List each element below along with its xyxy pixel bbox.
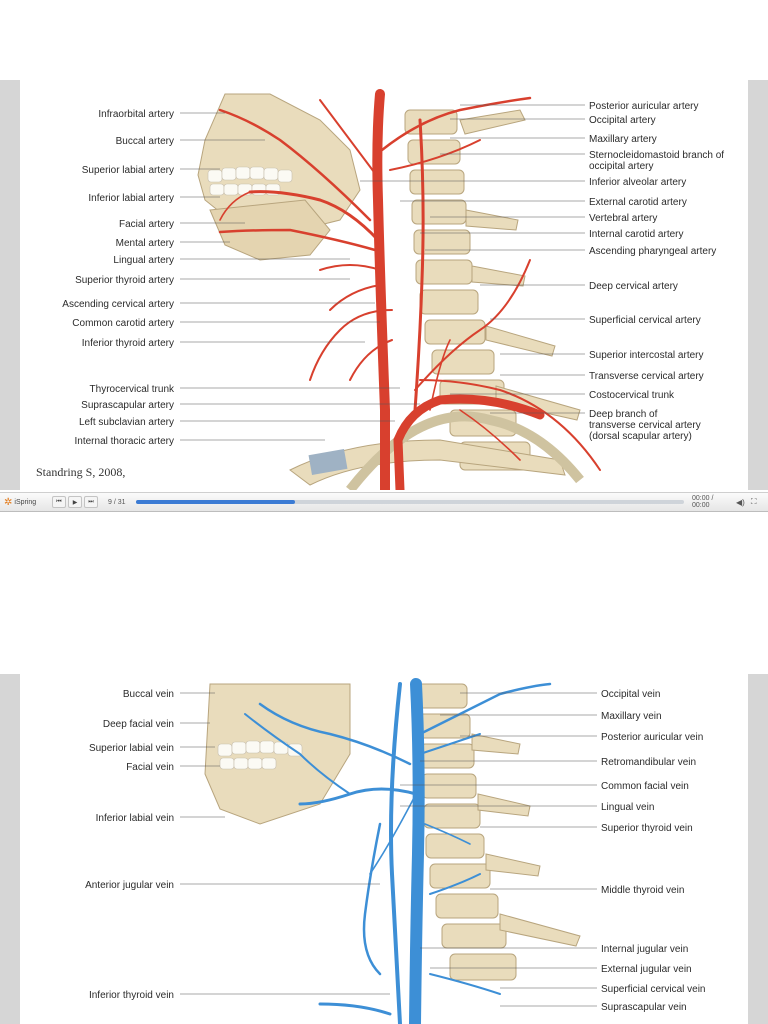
label-suprascapular-vein: Suprascapular vein xyxy=(601,1002,687,1013)
label-superior-thyroid-artery: Superior thyroid artery xyxy=(75,275,174,286)
label-superior-labial-vein: Superior labial vein xyxy=(89,743,174,754)
right-labels: Posterior auricular artery Occipital art… xyxy=(589,101,724,442)
label-sternocleidomastoid-branch-2: occipital artery xyxy=(589,161,653,172)
label-common-facial-vein: Common facial vein xyxy=(601,781,689,792)
left-leaders xyxy=(180,692,390,995)
artery-network xyxy=(218,89,601,490)
label-facial-vein: Facial vein xyxy=(126,762,174,773)
label-infraorbital-artery: Infraorbital artery xyxy=(98,109,174,120)
label-inferior-thyroid-vein: Inferior thyroid vein xyxy=(89,990,174,1001)
play-button[interactable]: ▶ xyxy=(68,496,82,508)
label-thyrocervical-trunk: Thyrocervical trunk xyxy=(90,384,175,395)
vertebrae xyxy=(414,683,581,981)
label-costocervical-trunk: Costocervical trunk xyxy=(589,390,675,401)
label-external-carotid-artery: External carotid artery xyxy=(589,197,687,208)
label-lingual-vein: Lingual vein xyxy=(601,802,654,813)
player-brand: ✲ iSpring xyxy=(4,497,50,508)
label-anterior-jugular-vein: Anterior jugular vein xyxy=(85,880,174,891)
label-retromandibular-vein: Retromandibular vein xyxy=(601,757,696,768)
label-common-carotid-artery: Common carotid artery xyxy=(72,318,174,329)
label-external-jugular-vein: External jugular vein xyxy=(601,964,692,975)
label-maxillary-vein: Maxillary vein xyxy=(601,711,662,722)
label-facial-artery: Facial artery xyxy=(119,219,174,230)
label-posterior-auricular-vein: Posterior auricular vein xyxy=(601,732,703,743)
label-inferior-labial-artery: Inferior labial artery xyxy=(88,193,174,204)
label-buccal-artery: Buccal artery xyxy=(116,136,174,147)
label-mental-artery: Mental artery xyxy=(116,238,174,249)
ispring-logo-icon: ✲ xyxy=(4,496,13,508)
veins-illustration: Buccal vein Deep facial vein Superior la… xyxy=(85,678,706,1024)
label-sternocleidomastoid-branch: Sternocleidomastoid branch of xyxy=(589,150,724,161)
teeth xyxy=(217,740,303,770)
time-display: 00:00 / 00:00 xyxy=(692,495,714,509)
label-superior-thyroid-vein: Superior thyroid vein xyxy=(601,823,693,834)
previous-slide-button[interactable]: ⏮ xyxy=(52,496,66,508)
label-superficial-cervical-artery: Superficial cervical artery xyxy=(589,315,701,326)
label-ascending-pharyngeal-artery: Ascending pharyngeal artery xyxy=(589,246,716,257)
progress-bar[interactable] xyxy=(136,500,684,504)
right-leaders xyxy=(400,692,597,1007)
label-occipital-artery: Occipital artery xyxy=(589,115,656,126)
label-middle-thyroid-vein: Middle thyroid vein xyxy=(601,885,684,896)
label-posterior-auricular-artery: Posterior auricular artery xyxy=(589,101,698,112)
slide-counter: 9 / 31 xyxy=(108,498,126,506)
cartilage-shape xyxy=(308,449,348,475)
left-leaders xyxy=(180,112,420,441)
label-inferior-labial-vein: Inferior labial vein xyxy=(96,813,174,824)
label-internal-thoracic-artery: Internal thoracic artery xyxy=(75,436,175,447)
vein-network xyxy=(244,678,552,1024)
label-inferior-alveolar-artery: Inferior alveolar artery xyxy=(589,177,686,188)
left-labels: Infraorbital artery Buccal artery Superi… xyxy=(62,109,175,447)
label-transverse-cervical-artery: Transverse cervical artery xyxy=(589,371,704,382)
volume-icon[interactable]: ◀) xyxy=(736,497,745,507)
left-labels: Buccal vein Deep facial vein Superior la… xyxy=(85,689,174,1001)
label-suprascapular-artery: Suprascapular artery xyxy=(81,400,174,411)
player-bar: ✲ iSpring ⏮ ▶ ⏭ 9 / 31 00:00 / 00:00 ◀) … xyxy=(0,492,768,512)
label-occipital-vein: Occipital vein xyxy=(601,689,660,700)
label-superior-intercostal-artery: Superior intercostal artery xyxy=(589,350,704,361)
slide-canvas: Infraorbital artery Buccal artery Superi… xyxy=(20,80,748,490)
label-buccal-vein: Buccal vein xyxy=(123,689,174,700)
arteries-illustration: Infraorbital artery Buccal artery Superi… xyxy=(62,89,724,490)
next-slide-button[interactable]: ⏭ xyxy=(84,496,98,508)
label-ascending-cervical-artery: Ascending cervical artery xyxy=(62,299,174,310)
label-deep-facial-vein: Deep facial vein xyxy=(103,719,174,730)
label-maxillary-artery: Maxillary artery xyxy=(589,134,657,145)
fullscreen-button[interactable]: ⛶ xyxy=(750,497,757,506)
player-brand-name: iSpring xyxy=(14,498,37,506)
label-superficial-cervical-vein: Superficial cervical vein xyxy=(601,984,706,995)
label-left-subclavian-artery: Left subclavian artery xyxy=(79,417,174,428)
right-leaders xyxy=(360,104,585,414)
right-labels: Occipital vein Maxillary vein Posterior … xyxy=(601,689,706,1013)
label-deep-branch-2: transverse cervical artery xyxy=(589,420,701,431)
label-deep-cervical-artery: Deep cervical artery xyxy=(589,281,678,292)
label-internal-carotid-artery: Internal carotid artery xyxy=(589,229,684,240)
label-vertebral-artery: Vertebral artery xyxy=(589,213,657,224)
progress-fill xyxy=(136,500,295,504)
label-superior-labial-artery: Superior labial artery xyxy=(82,165,174,176)
label-deep-branch: Deep branch of xyxy=(589,409,658,420)
label-lingual-artery: Lingual artery xyxy=(113,255,174,266)
slide-arteries: Infraorbital artery Buccal artery Superi… xyxy=(0,80,768,490)
label-inferior-thyroid-artery: Inferior thyroid artery xyxy=(82,338,174,349)
label-internal-jugular-vein: Internal jugular vein xyxy=(601,944,688,955)
source-credit: Standring S, 2008, xyxy=(36,465,126,479)
slide-veins: Buccal vein Deep facial vein Superior la… xyxy=(0,674,768,1024)
teeth xyxy=(207,166,293,196)
label-deep-branch-3: (dorsal scapular artery) xyxy=(589,431,692,442)
slide-canvas: Buccal vein Deep facial vein Superior la… xyxy=(20,674,748,1024)
